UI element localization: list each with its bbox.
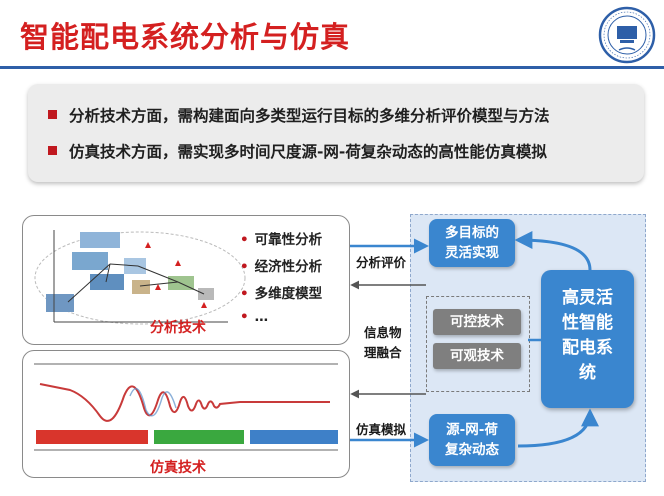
controllable-tech-box: 可控技术 — [433, 309, 521, 335]
bullet-text: 仿真技术方面，需实现多时间尺度源-网-荷复杂动态的高性能仿真模拟 — [69, 143, 547, 161]
arrow-core-to-objective — [514, 231, 592, 271]
multi-objective-line2: 灵活实现 — [445, 245, 499, 261]
feature-label: 可靠性分析 — [254, 232, 323, 248]
source-grid-load-box: 源-网-荷 复杂动态 — [429, 414, 515, 466]
cps-label-line1: 信息物 — [364, 325, 402, 340]
feature-reliability: • 可靠性分析 — [240, 228, 322, 248]
bullet-dot-icon: • — [240, 309, 249, 325]
bullet-dot-icon: • — [240, 232, 249, 248]
feature-economy: • 经济性分析 — [240, 255, 322, 275]
core-line2: 性智能 — [562, 313, 613, 333]
title-rule — [0, 66, 664, 69]
bullet-simulation: 仿真技术方面，需实现多时间尺度源-网-荷复杂动态的高性能仿真模拟 — [48, 140, 547, 162]
analysis-caption: 分析技术 — [150, 320, 206, 336]
multi-objective-line1: 多目标的 — [445, 225, 499, 241]
simulation-caption: 仿真技术 — [150, 460, 206, 476]
key-points-box: 分析技术方面，需构建面向多类型运行目标的多维分析评价模型与方法 仿真技术方面，需… — [28, 84, 644, 182]
page-title: 智能配电系统分析与仿真 — [20, 20, 351, 54]
controllable-observable-group — [426, 296, 530, 392]
sim-model-label: 仿真模拟 — [356, 422, 407, 437]
simulation-panel — [22, 350, 350, 478]
bullet-dot-icon: • — [240, 286, 249, 302]
arrow-source-to-core — [517, 408, 599, 448]
bullet-analysis: 分析技术方面，需构建面向多类型运行目标的多维分析评价模型与方法 — [48, 104, 550, 126]
bullet-square-icon — [48, 146, 57, 155]
bullet-dot-icon: • — [240, 259, 249, 275]
source-line1: 源-网-荷 — [446, 422, 498, 438]
feature-label: 经济性分析 — [254, 259, 323, 275]
bullet-square-icon — [48, 110, 57, 119]
feature-label: … — [254, 309, 269, 325]
bullet-text: 分析技术方面，需构建面向多类型运行目标的多维分析评价模型与方法 — [69, 107, 550, 125]
analysis-eval-label: 分析评价 — [356, 255, 407, 270]
multi-objective-box: 多目标的 灵活实现 — [429, 219, 515, 267]
analysis-network-illustration — [34, 230, 246, 325]
university-seal-icon — [598, 6, 656, 64]
feature-more: •… — [240, 309, 268, 325]
core-line4: 统 — [579, 363, 596, 383]
cps-label-line2: 理融合 — [364, 345, 402, 360]
core-line3: 配电系 — [562, 338, 613, 358]
feature-label: 多维度模型 — [254, 286, 323, 302]
source-line2: 复杂动态 — [445, 442, 499, 458]
observable-tech-box: 可观技术 — [433, 343, 521, 369]
core-system-box: 高灵活 性智能 配电系 统 — [541, 270, 634, 408]
simulation-timescale-illustration — [34, 363, 338, 451]
feature-multidim: • 多维度模型 — [240, 282, 322, 302]
core-line1: 高灵活 — [562, 288, 613, 308]
